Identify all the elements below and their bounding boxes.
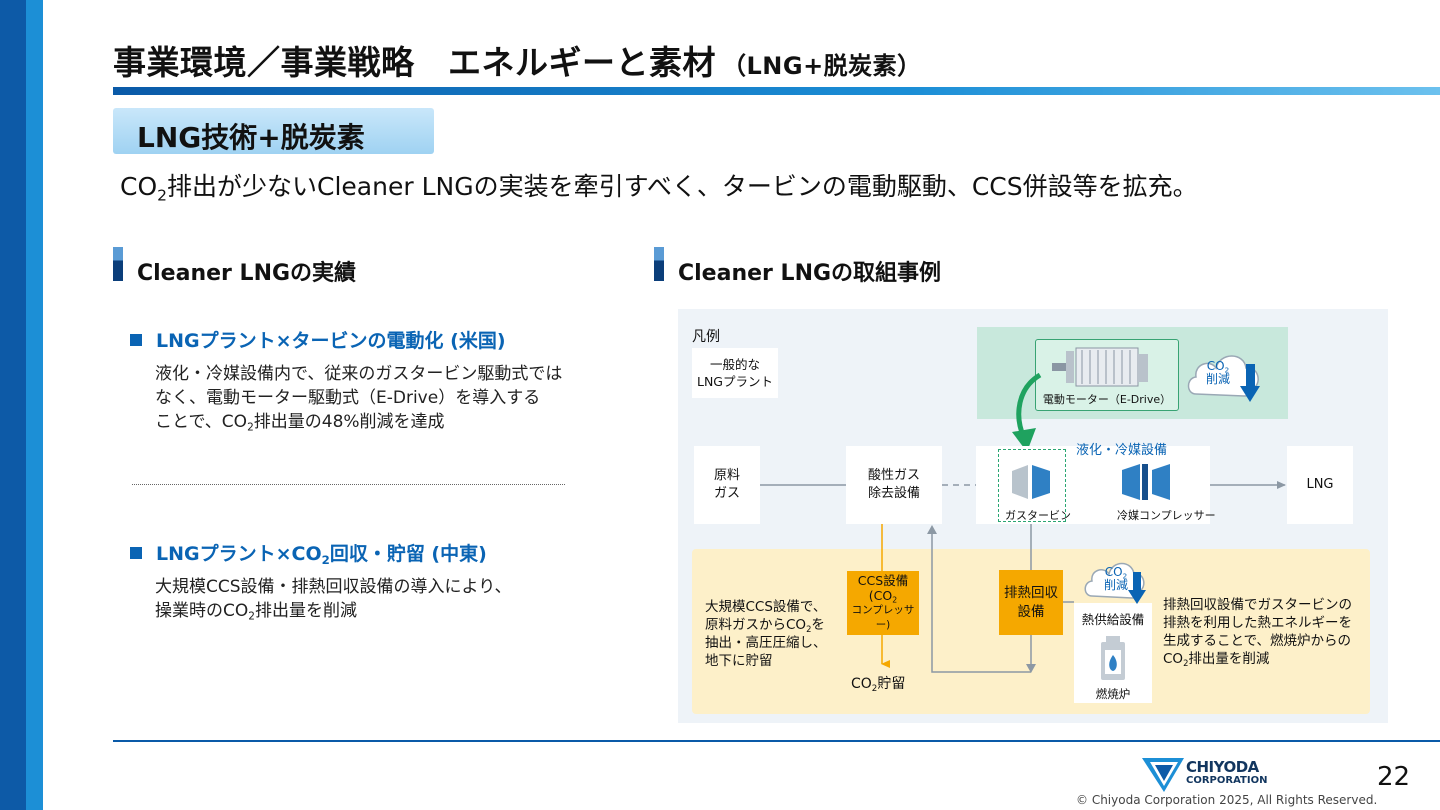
heat-supply-label: 熱供給設備: [1081, 612, 1145, 627]
electric-motor-icon: [1052, 347, 1148, 387]
co2-reduction-label: CO2 削減: [1103, 565, 1128, 592]
co2-cloud-icon: [1187, 355, 1260, 402]
bullet-square-icon: [130, 334, 142, 346]
copyright: © Chiyoda Corporation 2025, All Rights R…: [1076, 793, 1378, 807]
heat-supply-box: 熱供給設備 燃焼炉: [1074, 603, 1152, 703]
bullet-square-icon: [130, 547, 142, 559]
left-heading: Cleaner LNGの実績: [113, 247, 356, 287]
title-rule: [113, 87, 1440, 95]
side-bar-light: [26, 0, 43, 810]
compressor-label: 冷媒コンプレッサー: [1117, 509, 1216, 522]
lng-box: LNG: [1287, 446, 1353, 524]
heat-recovery-box: 排熱回収設備: [999, 570, 1063, 635]
page-title: 事業環境／事業戦略 エネルギーと素材（LNG+脱炭素）: [113, 43, 922, 82]
chiyoda-logo-icon: [1142, 758, 1184, 792]
item2-title: LNGプラント×CO2回収・貯留 (中東): [130, 539, 487, 566]
ccs-note: 大規模CCS設備で、 原料ガスからCO2を 抽出・高圧圧縮し、 地下に貯留: [705, 599, 827, 669]
section-badge: LNG技術+脱炭素: [113, 108, 434, 154]
furnace-icon: [1101, 636, 1125, 680]
item1-body: 液化・冷媒設備内で、従来のガスタービン駆動式では なく、電動モーター駆動式（E-…: [155, 364, 563, 434]
ccs-box: CCS設備 (CO2 コンプレッサー): [847, 571, 919, 635]
dotted-separator: [132, 484, 565, 485]
chiyoda-logo-text: CHIYODA CORPORATION: [1186, 758, 1268, 787]
footer-rule: [113, 740, 1440, 742]
legend-label: 凡例: [692, 329, 720, 345]
gas-turbine-frame: [998, 449, 1066, 522]
gas-turbine-label: ガスタービン: [1005, 509, 1071, 522]
motor-box: 電動モーター（E-Drive）: [1035, 339, 1179, 411]
gas-turbine-icon: [1012, 465, 1050, 499]
compressor-icon: [1122, 464, 1170, 500]
lead-text: CO2排出が少ないCleaner LNGの実装を牽引すべく、タービンの電動駆動、…: [120, 172, 1198, 205]
feed-gas-box: 原料ガス: [694, 446, 760, 524]
acid-gas-removal-box: 酸性ガス除去設備: [846, 446, 942, 524]
right-heading: Cleaner LNGの取組事例: [654, 247, 941, 287]
green-arrow-icon: [1012, 372, 1042, 452]
heading-marker: [113, 247, 123, 281]
co2-storage-label: CO2貯留: [851, 676, 906, 695]
page-number: 22: [1377, 762, 1411, 792]
item2-body: 大規模CCS設備・排熱回収設備の導入により、 操業時のCO2排出量を削減: [155, 577, 512, 623]
motor-label: 電動モーター（E-Drive）: [1042, 393, 1172, 406]
item1-title: LNGプラント×タービンの電動化 (米国): [130, 326, 506, 353]
co2-reduction-label: CO2 削減: [1205, 359, 1230, 386]
side-bar-dark: [0, 0, 26, 810]
co2-cloud-icon: [1084, 562, 1146, 604]
heading-marker: [654, 247, 664, 281]
liquefaction-label: 液化・冷媒設備: [1076, 443, 1168, 458]
heat-recovery-note: 排熱回収設備でガスタービンの 排熱を利用した熱エネルギーを 生成することで、燃焼…: [1163, 597, 1352, 668]
furnace-label: 燃焼炉: [1095, 687, 1131, 701]
